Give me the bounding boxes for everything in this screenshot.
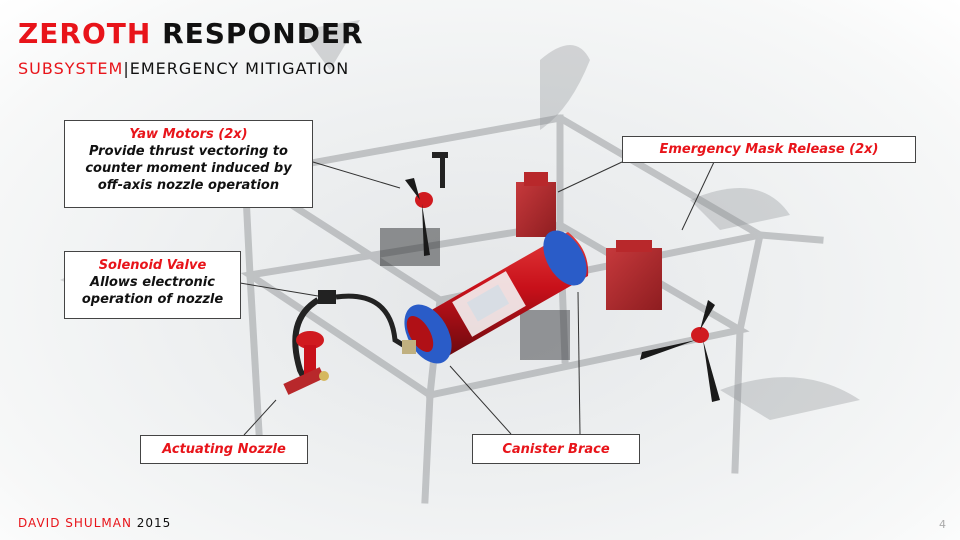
bg-prop-blade bbox=[690, 188, 790, 230]
yaw-motor-right bbox=[640, 300, 720, 402]
callout-yaw-motors-title: Yaw Motors (2x) bbox=[129, 127, 248, 142]
frame-post bbox=[735, 230, 765, 335]
title-main: RESPONDER bbox=[162, 17, 364, 50]
footer-credit: DAVID SHULMAN 2015 bbox=[18, 516, 171, 530]
callout-solenoid-title: Solenoid Valve bbox=[98, 258, 207, 273]
footer-author: DAVID SHULMAN bbox=[18, 516, 132, 530]
callout-solenoid-valve: Solenoid Valve Allows electronic operati… bbox=[64, 251, 241, 319]
electronics-block bbox=[380, 228, 570, 360]
subtitle-separator: | bbox=[123, 59, 130, 78]
footer-year: 2015 bbox=[136, 516, 172, 530]
callout-yaw-motors-desc: Provide thrust vectoring to counter mome… bbox=[85, 144, 292, 193]
frame-leg bbox=[421, 391, 434, 504]
frame-leg bbox=[246, 271, 264, 454]
mask-release-box-right bbox=[606, 240, 662, 310]
subtitle-accent: SUBSYSTEM bbox=[18, 59, 124, 78]
callout-canister-brace: Canister Brace bbox=[472, 434, 640, 464]
title-accent: ZEROTH bbox=[18, 17, 152, 50]
leader-nozzle bbox=[243, 399, 277, 436]
callout-actuating-nozzle: Actuating Nozzle bbox=[140, 435, 308, 464]
callout-nozzle-title: Actuating Nozzle bbox=[162, 442, 286, 457]
frame-mid-ring bbox=[240, 221, 750, 399]
leader-lines bbox=[239, 161, 715, 436]
callout-solenoid-desc: Allows electronic operation of nozzle bbox=[81, 275, 224, 307]
callout-brace-title: Canister Brace bbox=[502, 442, 610, 457]
page-title: ZEROTH RESPONDER bbox=[18, 18, 364, 50]
canister-brace-front bbox=[404, 304, 452, 364]
leader-yaw-motors bbox=[312, 161, 401, 189]
leader-solenoid bbox=[239, 282, 319, 297]
leader-mask-left bbox=[557, 161, 623, 193]
canister-brace-rear bbox=[543, 230, 587, 286]
frame-top-ring bbox=[235, 114, 770, 304]
callout-yaw-motors: Yaw Motors (2x) Provide thrust vectoring… bbox=[64, 120, 313, 208]
subtitle-main: EMERGENCY MITIGATION bbox=[129, 59, 350, 78]
solenoid-valve bbox=[292, 290, 416, 382]
page-subtitle: SUBSYSTEM|EMERGENCY MITIGATION bbox=[18, 59, 349, 79]
leader-brace-rear bbox=[577, 291, 581, 435]
bg-prop-blade bbox=[300, 20, 360, 70]
bg-prop-blade bbox=[720, 377, 860, 420]
frame-leg bbox=[731, 326, 744, 474]
frame-arm bbox=[756, 231, 824, 244]
callout-mask-release-title: Emergency Mask Release (2x) bbox=[659, 142, 879, 157]
page-number: 4 bbox=[939, 518, 946, 531]
yaw-motor-left bbox=[405, 152, 448, 256]
mask-release-box-left bbox=[516, 172, 556, 237]
actuating-nozzle bbox=[283, 331, 329, 395]
leader-brace-front bbox=[449, 365, 512, 435]
callout-mask-release: Emergency Mask Release (2x) bbox=[622, 136, 916, 163]
bg-prop-blade bbox=[540, 45, 590, 130]
leader-mask-right bbox=[681, 161, 715, 231]
